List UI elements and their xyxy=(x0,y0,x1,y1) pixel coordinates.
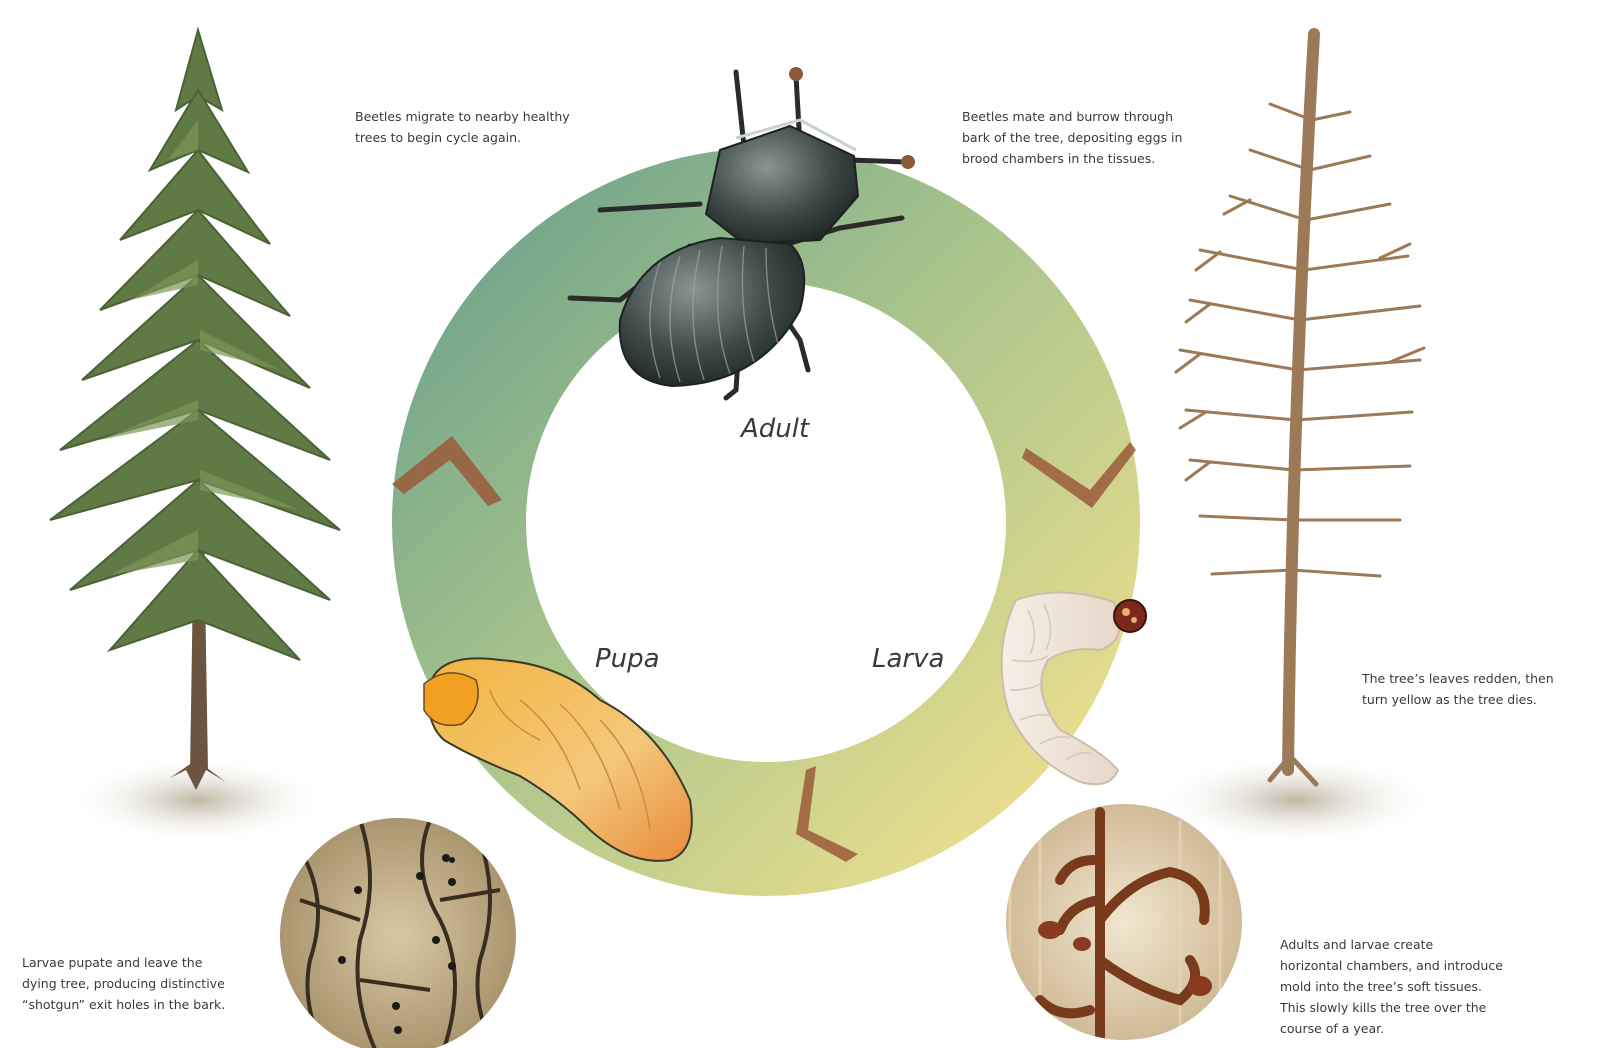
stage-label-pupa: Pupa xyxy=(595,644,660,674)
caption-pupate-exit-holes: Larvae pupate and leave the dying tree, … xyxy=(22,952,302,1015)
caption-mate-burrow: Beetles mate and burrow through bark of … xyxy=(962,106,1262,169)
stage-label-adult: Adult xyxy=(741,414,809,444)
caption-leaves-redden: The tree’s leaves redden, then turn yell… xyxy=(1362,668,1612,710)
caption-horizontal-chambers: Adults and larvae create horizontal cham… xyxy=(1280,934,1600,1039)
caption-migrate: Beetles migrate to nearby healthy trees … xyxy=(355,106,655,148)
bark-exit-holes-inset xyxy=(278,816,518,1048)
wood-chambers-inset xyxy=(1004,802,1244,1048)
healthy-tree-illustration xyxy=(50,30,340,844)
stage-label-larva: Larva xyxy=(872,644,944,674)
